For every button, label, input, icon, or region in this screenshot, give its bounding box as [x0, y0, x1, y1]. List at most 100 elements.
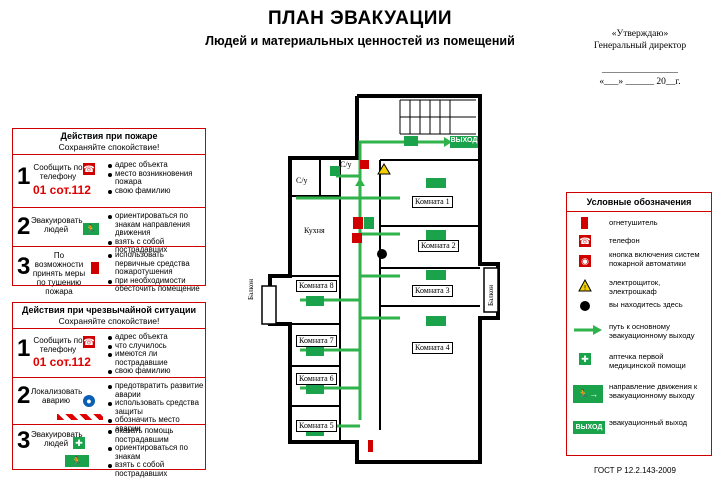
you-are-here-marker [377, 249, 387, 259]
fire-alarm-button-icon: ◉ [579, 255, 591, 267]
approval-line4: «___» ______ 20__г. [599, 77, 681, 87]
balconies [261, 267, 499, 325]
evacuation-arrowheads [355, 137, 452, 186]
step-label: Эвакуировать людей [31, 216, 83, 234]
hazard-tape-icon [57, 414, 103, 420]
list-item: имеются ли пострадавшие [107, 349, 205, 367]
step-label: Локализовать аварию [31, 387, 83, 405]
exit-sign-icon: ВЫХОД [573, 421, 605, 434]
list-item: свою фамилию [107, 366, 205, 376]
room-label-2: Комната 2 [418, 240, 459, 252]
step-label: По возможности принять меры по тушению п… [32, 251, 86, 296]
list-item: использовать первичные средства пожароту… [107, 250, 205, 277]
room-label-kitchen: Кухня [304, 226, 325, 235]
step-number: 3 [17, 427, 31, 454]
list-item: что случилось [107, 341, 205, 351]
step-label: Эвакуировать людей [31, 430, 83, 448]
extinguisher-icon [581, 217, 588, 229]
fire-panel-title: Действия при пожаре [60, 131, 158, 141]
step-number: 1 [17, 335, 31, 362]
protection-icon: ● [83, 395, 95, 407]
step-number: 2 [17, 213, 31, 240]
fire-equipment [352, 160, 373, 452]
emergency-actions-panel: Действия при чрезвычайной ситуации Сохра… [12, 302, 206, 477]
phone-number: 01 сот.112 [33, 355, 91, 369]
room-label-1: Комната 1 [412, 196, 453, 208]
approval-line2: Генеральный директор [593, 41, 687, 51]
legend-label: путь к основному эвакуационному выходу [609, 322, 695, 340]
first-aid-icon [353, 217, 363, 229]
legend-title: Условные обозначения [567, 193, 711, 212]
exit-sign-label: ВЫХОД [450, 137, 478, 144]
emergency-panel-title: Действия при чрезвычайной ситуации [21, 305, 197, 315]
legend-item: огнетушитель [567, 215, 713, 235]
exit-direction-icon: 🏃 [83, 223, 99, 235]
approval-line1: «Утверждаю» [611, 29, 669, 39]
room-label-wc2: С/у [340, 160, 352, 169]
legend-item: ☎ телефон [567, 235, 713, 255]
step-number: 2 [17, 382, 31, 409]
you-are-here-icon [580, 301, 590, 311]
step-label: Сообщить по телефону [33, 163, 83, 181]
legend-label: вы находитесь здесь [609, 300, 683, 309]
fire-panel-subtitle: Сохраняйте спокойствие! [13, 142, 205, 155]
emergency-step-2: 2 Локализовать аварию ● предотвратить ра… [13, 378, 205, 432]
list-item: взять с собой пострадавших [107, 460, 205, 478]
list-item: ориентироваться по знакам направления дв… [107, 211, 205, 238]
room-label-4: Комната 4 [412, 342, 453, 354]
legend-item: ! электрощиток, электрошкаф [567, 278, 713, 299]
list-item: оказать помощь пострадавшим [107, 426, 205, 444]
emergency-step-3: 3 Эвакуировать людей ✚ 🏃 оказать помощь … [13, 425, 205, 478]
legend-panel: Условные обозначения огнетушитель ☎ теле… [566, 192, 712, 456]
legend-label: аптечка первой медицинской помощи [609, 352, 686, 370]
phone-icon [352, 233, 362, 243]
balcony-left-label: Балкон [247, 279, 255, 300]
first-aid-icon: ✚ [73, 437, 85, 449]
list-item: свою фамилию [107, 186, 205, 196]
step-number: 1 [17, 163, 31, 190]
legend-label: кнопка включения систем пожарной автомат… [609, 250, 700, 268]
legend-item: ◉ кнопка включения систем пожарной автом… [567, 250, 713, 271]
list-item: ориентироваться по знакам [107, 443, 205, 461]
step-number: 3 [17, 253, 31, 280]
evacuation-path-arrow-icon [574, 325, 602, 335]
legend-label: эвакуационный выход [609, 418, 688, 427]
fire-alarm-button-icon [360, 160, 369, 169]
room-label-3: Комната 3 [412, 285, 453, 297]
fire-step-2: 2 Эвакуировать людей 🏃 ориентироваться п… [13, 208, 205, 254]
list-item: адрес объекта [107, 332, 205, 342]
approval-line3: ________________ [602, 65, 678, 75]
room-label-6: Комната 6 [296, 373, 337, 385]
legend-item: ВЫХОД эвакуационный выход [567, 418, 713, 439]
gost-reference: ГОСТ Р 12.2.143-2009 [594, 466, 676, 475]
emergency-step-1: 1 Сообщить по телефону ☎ 01 сот.112 адре… [13, 329, 205, 378]
legend-label: направление движения к эвакуационному вы… [609, 382, 698, 400]
list-item: предотвратить развитие аварии [107, 381, 205, 399]
list-item: место возникновения пожара [107, 169, 205, 187]
room-label-7: Комната 7 [296, 335, 337, 347]
list-item: при необходимости обесточить помещение [107, 276, 205, 294]
svg-text:!: ! [584, 284, 587, 292]
legend-item: вы находитесь здесь [567, 300, 713, 321]
balcony-right-label: Балкон [487, 285, 495, 306]
electric-hazard-icon [377, 163, 391, 175]
legend-item: ✚ аптечка первой медицинской помощи [567, 352, 713, 373]
room-label-wc1: С/у [296, 176, 308, 185]
fire-step-3: 3 По возможности принять меры по тушению… [13, 247, 205, 296]
extinguisher-icon [91, 262, 99, 274]
legend-label: огнетушитель [609, 218, 658, 227]
interior-walls [290, 158, 480, 442]
list-item: адрес объекта [107, 160, 205, 170]
room-label-5: Комната 5 [296, 420, 337, 432]
exit-direction-icon: 🏃→ [573, 385, 603, 403]
phone-icon: ☎ [579, 235, 591, 247]
step-label: Сообщить по телефону [33, 336, 83, 354]
list-item: обозначить место аварии [107, 415, 205, 433]
exit-sign-icon [450, 136, 478, 148]
approval-block: «Утверждаю» Генеральный директор _______… [570, 28, 710, 88]
phone-icon: ☎ [83, 336, 95, 348]
exit-direction-icon: 🏃 [65, 455, 89, 467]
legend-label: электрощиток, электрошкаф [609, 278, 661, 296]
first-aid-icon: ✚ [579, 353, 591, 365]
